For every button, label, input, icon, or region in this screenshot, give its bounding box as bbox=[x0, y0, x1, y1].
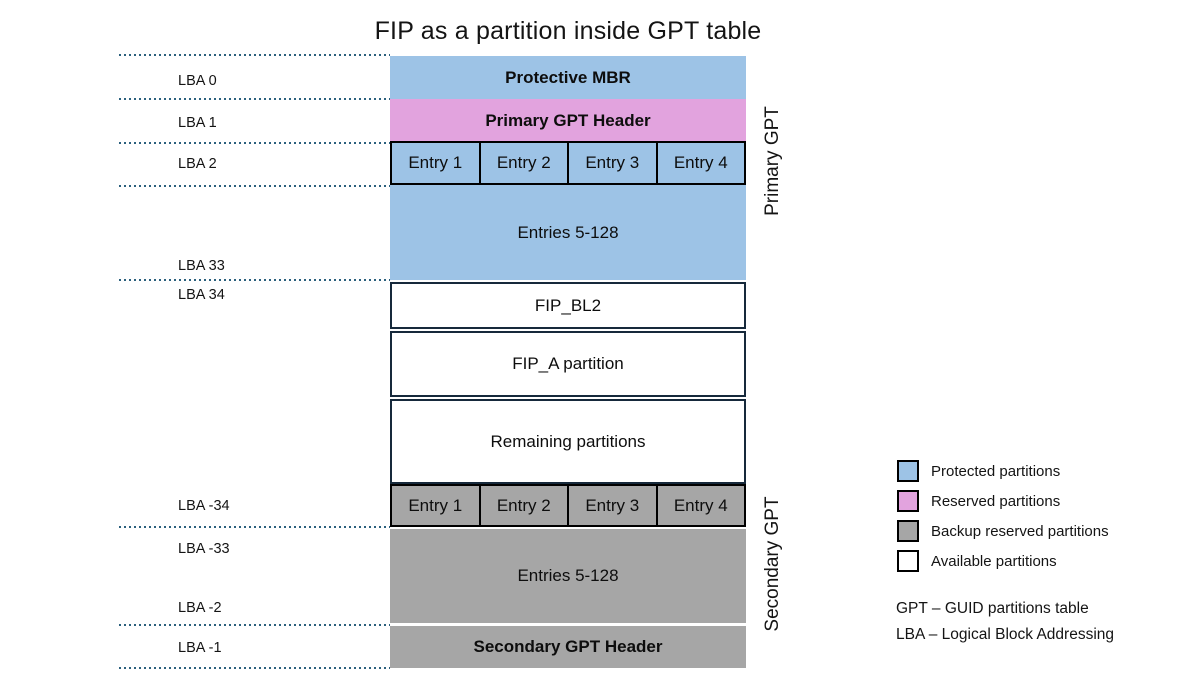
legend: Protected partitions Reserved partitions… bbox=[897, 460, 1109, 572]
legend-label: Backup reserved partitions bbox=[931, 522, 1109, 540]
secondary-entry-row: Entry 1 Entry 2 Entry 3 Entry 4 bbox=[390, 484, 746, 527]
legend-item-available: Available partitions bbox=[897, 550, 1109, 572]
legend-label: Reserved partitions bbox=[931, 492, 1061, 510]
lba-label-m1: LBA -1 bbox=[178, 640, 222, 656]
lba-label-1: LBA 1 bbox=[178, 115, 217, 131]
diagram-title: FIP as a partition inside GPT table bbox=[374, 17, 762, 45]
block-protective-mbr: Protective MBR bbox=[390, 56, 746, 99]
lba-label-34: LBA 34 bbox=[178, 287, 225, 303]
lba-label-33: LBA 33 bbox=[178, 258, 225, 274]
block-remaining-partitions: Remaining partitions bbox=[390, 399, 746, 484]
block-primary-gpt-header: Primary GPT Header bbox=[390, 99, 746, 142]
secondary-entry-3: Entry 3 bbox=[567, 484, 658, 527]
dotted-line-lba2-top bbox=[119, 142, 390, 144]
secondary-entry-2: Entry 2 bbox=[478, 484, 569, 527]
primary-entry-3: Entry 3 bbox=[567, 141, 658, 185]
block-fip-bl2: FIP_BL2 bbox=[390, 282, 746, 329]
dotted-line-lba-33-top bbox=[119, 526, 390, 528]
dotted-line-bottom bbox=[119, 667, 390, 669]
abbr-gpt: GPT – GUID partitions table bbox=[896, 600, 1089, 617]
legend-item-backup: Backup reserved partitions bbox=[897, 520, 1109, 542]
side-label-primary-gpt: Primary GPT bbox=[762, 106, 783, 216]
primary-entry-2: Entry 2 bbox=[478, 141, 569, 185]
primary-entry-4: Entry 4 bbox=[655, 141, 746, 185]
protected-swatch-icon bbox=[897, 460, 919, 482]
legend-label: Available partitions bbox=[931, 552, 1057, 570]
legend-item-reserved: Reserved partitions bbox=[897, 490, 1109, 512]
block-primary-entries-5-128: Entries 5-128 bbox=[390, 185, 746, 280]
legend-item-protected: Protected partitions bbox=[897, 460, 1109, 482]
primary-entry-1: Entry 1 bbox=[390, 141, 481, 185]
side-label-secondary-gpt: Secondary GPT bbox=[762, 496, 783, 632]
secondary-entry-1: Entry 1 bbox=[390, 484, 481, 527]
lba-label-m33: LBA -33 bbox=[178, 541, 230, 557]
primary-entry-row: Entry 1 Entry 2 Entry 3 Entry 4 bbox=[390, 141, 746, 185]
lba-label-2: LBA 2 bbox=[178, 156, 217, 172]
lba-label-m34: LBA -34 bbox=[178, 498, 230, 514]
block-secondary-gpt-header: Secondary GPT Header bbox=[390, 626, 746, 668]
dotted-line-lba-1-top bbox=[119, 624, 390, 626]
legend-label: Protected partitions bbox=[931, 462, 1061, 480]
backup-swatch-icon bbox=[897, 520, 919, 542]
lba-label-m2: LBA -2 bbox=[178, 600, 222, 616]
dotted-line-lba0-top bbox=[119, 54, 390, 56]
dotted-line-lba1-top bbox=[119, 98, 390, 100]
dotted-line-entries-top bbox=[119, 185, 390, 187]
block-fip-a-partition: FIP_A partition bbox=[390, 331, 746, 397]
dotted-line-lba34-top bbox=[119, 279, 390, 281]
block-secondary-entries-5-128: Entries 5-128 bbox=[390, 529, 746, 623]
abbr-lba: LBA – Logical Block Addressing bbox=[896, 626, 1114, 643]
lba-label-0: LBA 0 bbox=[178, 73, 217, 89]
reserved-swatch-icon bbox=[897, 490, 919, 512]
secondary-entry-4: Entry 4 bbox=[655, 484, 746, 527]
available-swatch-icon bbox=[897, 550, 919, 572]
